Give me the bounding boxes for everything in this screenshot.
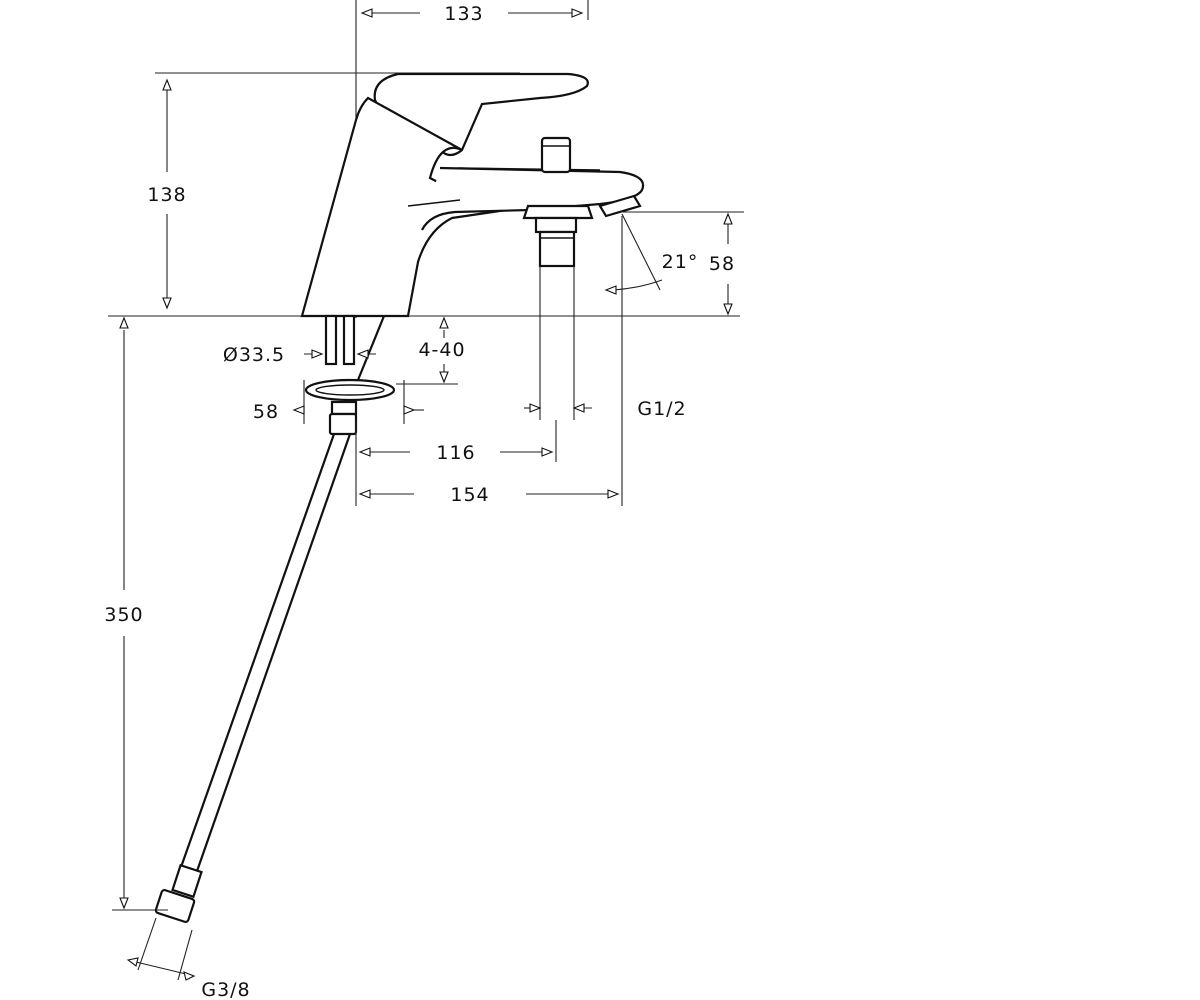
label-hose-length: 350 (104, 604, 143, 626)
label-outlet-thread: G1/2 (637, 398, 686, 420)
label-outlet-offset: 116 (436, 442, 475, 464)
label-hose-thread: G3/8 (201, 979, 250, 1000)
label-spout-reach: 154 (450, 484, 489, 506)
flexible-hose (154, 433, 352, 923)
dimension-spout-angle: 21° (604, 213, 699, 295)
dimension-spout-height: 58 (620, 211, 744, 316)
dimension-deck-thickness: 4-40 (396, 316, 465, 385)
dimension-outlet-thread: G1/2 (524, 266, 686, 420)
label-spout-height: 58 (709, 253, 735, 275)
dimension-base-flange: 58 (253, 380, 424, 424)
label-hole-diameter: Ø33.5 (223, 344, 285, 366)
label-top-width: 133 (444, 3, 483, 25)
dimension-hose-thread: G3/8 (126, 917, 250, 1000)
label-deck-thickness: 4-40 (418, 339, 465, 361)
dimension-spout-reach: 154 (358, 216, 623, 506)
faucet-body (300, 72, 645, 436)
dimension-hole-diameter: Ø33.5 (223, 344, 376, 366)
label-spout-angle: 21° (662, 251, 699, 273)
label-base-flange: 58 (253, 401, 279, 423)
label-total-height: 138 (147, 184, 186, 206)
dimension-hose-length: 350 (104, 316, 168, 911)
dimension-outlet-offset: 116 (355, 420, 557, 506)
dimension-total-height: 138 (147, 72, 520, 310)
